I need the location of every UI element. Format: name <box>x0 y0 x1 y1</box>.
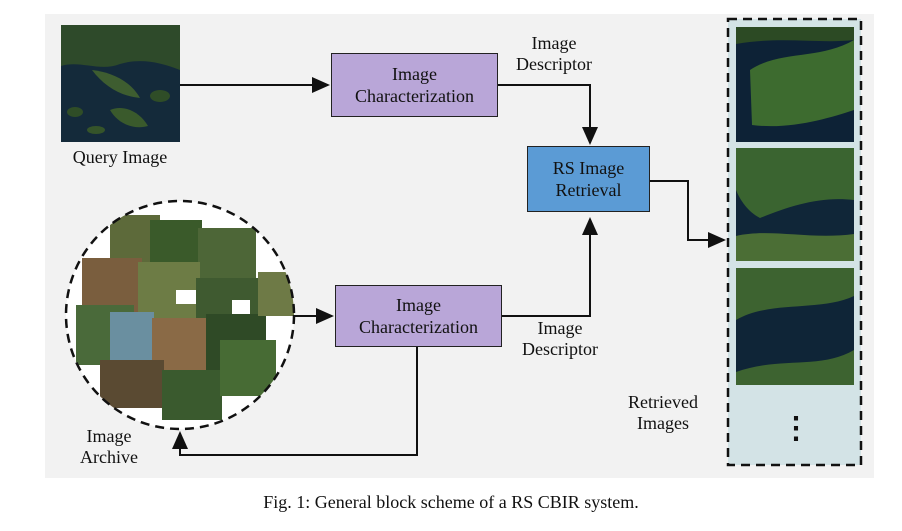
archive-mosaic <box>66 201 294 429</box>
descriptor-top-line1: Image <box>531 33 577 53</box>
retrieval-line1: RS Image <box>552 158 625 178</box>
retrieved-panel <box>726 17 863 467</box>
descriptor-bottom-line1: Image <box>537 318 583 338</box>
retrieved-label-line1: Retrieved <box>628 392 698 412</box>
connectors <box>172 77 726 456</box>
figure-caption: Fig. 1: General block scheme of a RS CBI… <box>263 492 639 512</box>
descriptor-top-line2: Descriptor <box>516 54 592 74</box>
characterization-bottom-line2: Characterization <box>359 317 478 337</box>
archive-label-line1: Image <box>86 426 132 446</box>
query-image-label: Query Image <box>72 147 168 167</box>
more-results-ellipsis: ⋮ <box>781 411 811 445</box>
descriptor-bottom-line2: Descriptor <box>522 339 598 359</box>
retrieval-line2: Retrieval <box>555 180 622 200</box>
characterization-top-line2: Characterization <box>355 86 474 106</box>
characterization-top-line1: Image <box>392 64 437 84</box>
retrieved-label-line2: Images <box>637 413 689 433</box>
query-image <box>61 25 180 142</box>
archive-label-line2: Archive <box>80 447 138 467</box>
characterization-bottom-line1: Image <box>396 295 441 315</box>
